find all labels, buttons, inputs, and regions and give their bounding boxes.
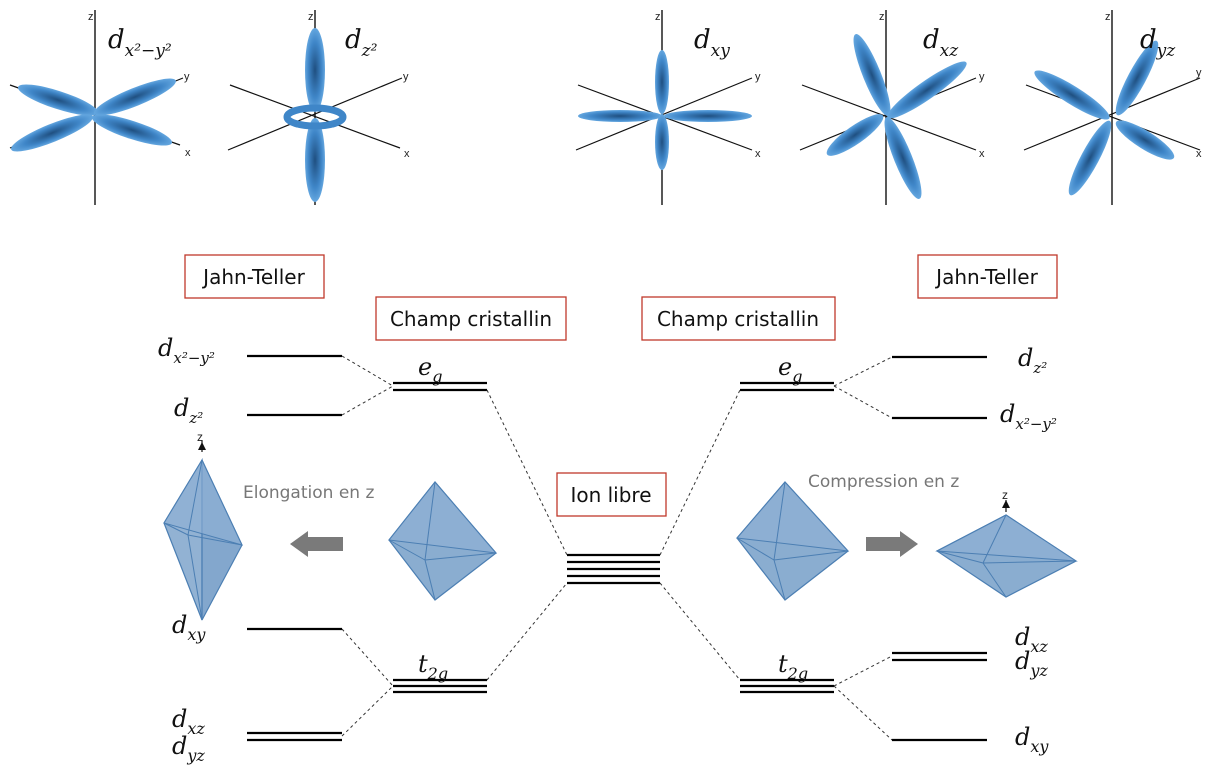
z-axis-label: z [308,11,314,23]
orbital-dx2y2: z y x dx²−y² [9,10,191,205]
level-label-left-dz2: dz² [174,394,203,427]
octahedron-regular-left [388,481,498,601]
orbital-lobe [1115,40,1159,116]
box-label: Champ cristallin [657,307,819,331]
x-axis-label: x [755,148,761,160]
dashed-connectors [341,355,893,741]
orbital-label: dxy [694,25,730,61]
y-axis-label: y [403,71,409,83]
x-axis [1025,84,1201,151]
level-label-left-dyz: dyz [172,732,205,765]
octahedron-elongated: z [163,430,243,621]
box-champ-cristallin-left: Champ cristallin [375,296,567,341]
orbital-torus [283,104,347,130]
orbital-lobe [853,34,891,116]
x-axis-label: x [404,148,410,160]
level-label-left-dxz: dxz [172,705,205,738]
z-axis-label: z [1002,488,1008,502]
box-label: Ion libre [570,483,651,507]
octahedron-regular-right [736,481,850,601]
orbital-lobe [94,78,176,116]
level-label-right-dx2y2: dx²−y² [1000,400,1057,433]
orbital-lobe [91,114,173,146]
level-label-right-dxy: dxy [1015,723,1049,756]
y-axis-label: y [755,71,761,83]
y-axis [227,77,403,151]
orbital-label: dz² [345,25,378,61]
box-jahn-teller-right: Jahn-Teller [917,254,1058,299]
compression-label: Compression en z [808,472,959,492]
z-axis-label: z [1105,11,1111,23]
orbital-dz2: z y x dz² [227,10,410,205]
level-label-right-dz2: dz² [1018,344,1047,377]
box-champ-cristallin-right: Champ cristallin [641,296,836,341]
orbital-lobe [305,118,325,202]
arrow-left-icon [290,531,343,557]
y-axis-label: y [184,71,190,83]
box-label: Jahn-Teller [201,265,305,289]
z-axis-label: z [88,11,94,23]
level-label-right-dyz: dyz [1015,647,1048,680]
energy-levels [247,354,987,742]
orbital-label: dxz [923,25,959,61]
orbital-lobe [578,110,662,122]
x-axis [229,84,401,149]
orbital-dxy: z y x dxy [575,10,761,205]
orbital-lobe [887,61,967,119]
z-axis-label: z [197,430,203,444]
y-axis [1023,77,1201,151]
orbital-label: dx²−y² [108,25,172,61]
level-label-eg-right: eg [778,353,802,386]
box-label: Champ cristallin [390,307,552,331]
orbital-lobe [884,117,922,199]
orbital-lobe [826,114,884,156]
octahedron-compressed: z [935,488,1078,598]
orbital-lobe [305,28,325,112]
orbital-lobe [664,110,752,122]
level-label-t2g-left: t2g [418,650,448,683]
level-label-eg-left: eg [418,353,442,386]
y-axis [575,77,753,151]
level-label-left-dx2y2: dx²−y² [158,334,215,367]
elongation-label: Elongation en z [243,483,374,503]
z-axis-label: z [879,11,885,23]
level-label-left-dxy: dxy [172,611,206,644]
level-label-t2g-right: t2g [778,650,808,683]
orbital-lobe [1068,120,1112,196]
orbital-lobe [1115,120,1175,160]
x-axis-label: x [185,147,191,159]
orbital-label: dyz [1140,25,1176,61]
box-jahn-teller-left: Jahn-Teller [184,254,325,299]
y-axis-label: y [1196,67,1202,79]
orbital-lobe [17,84,99,116]
box-label: Jahn-Teller [934,265,1038,289]
box-ion-libre: Ion libre [556,472,667,517]
level-label-right-dxz: dxz [1015,623,1048,656]
orbital-lobe [655,50,669,114]
orbital-lobe [11,114,93,152]
orbital-dxz: z y x dxz [799,10,985,205]
x-axis-label: x [1196,148,1202,160]
orbital-lobe [655,114,669,170]
z-axis-label: z [655,11,661,23]
y-axis-label: y [979,71,985,83]
x-axis-label: x [979,148,985,160]
arrow-right-icon [866,531,918,557]
orbital-lobe [1034,70,1110,120]
orbital-dyz: z y x dyz [1023,10,1202,205]
